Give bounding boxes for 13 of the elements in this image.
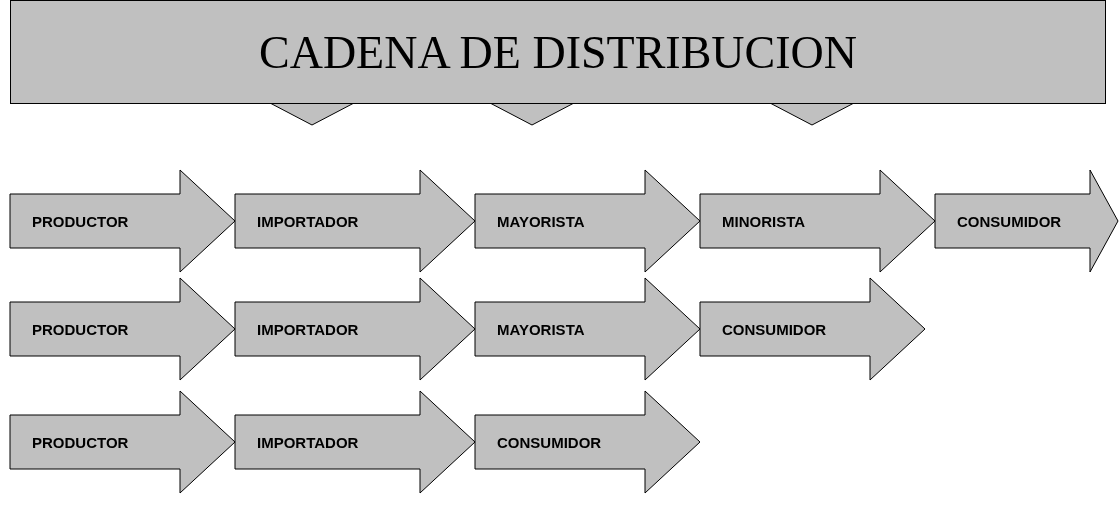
arrow-label: CONSUMIDOR	[957, 212, 1062, 230]
arrow-label: PRODUCTOR	[32, 320, 129, 338]
arrow-label: CONSUMIDOR	[497, 433, 602, 451]
arrow-label: MAYORISTA	[497, 320, 585, 338]
title: CADENA DE DISTRIBUCION	[259, 25, 857, 79]
arrow-label: IMPORTADOR	[257, 212, 359, 230]
arrow-label: IMPORTADOR	[257, 433, 359, 451]
arrow-label: IMPORTADOR	[257, 320, 359, 338]
arrow-label: MAYORISTA	[497, 212, 585, 230]
arrow-label: PRODUCTOR	[32, 212, 129, 230]
arrow-label: PRODUCTOR	[32, 433, 129, 451]
arrow-label: CONSUMIDOR	[722, 320, 827, 338]
arrow-label: MINORISTA	[722, 212, 806, 230]
